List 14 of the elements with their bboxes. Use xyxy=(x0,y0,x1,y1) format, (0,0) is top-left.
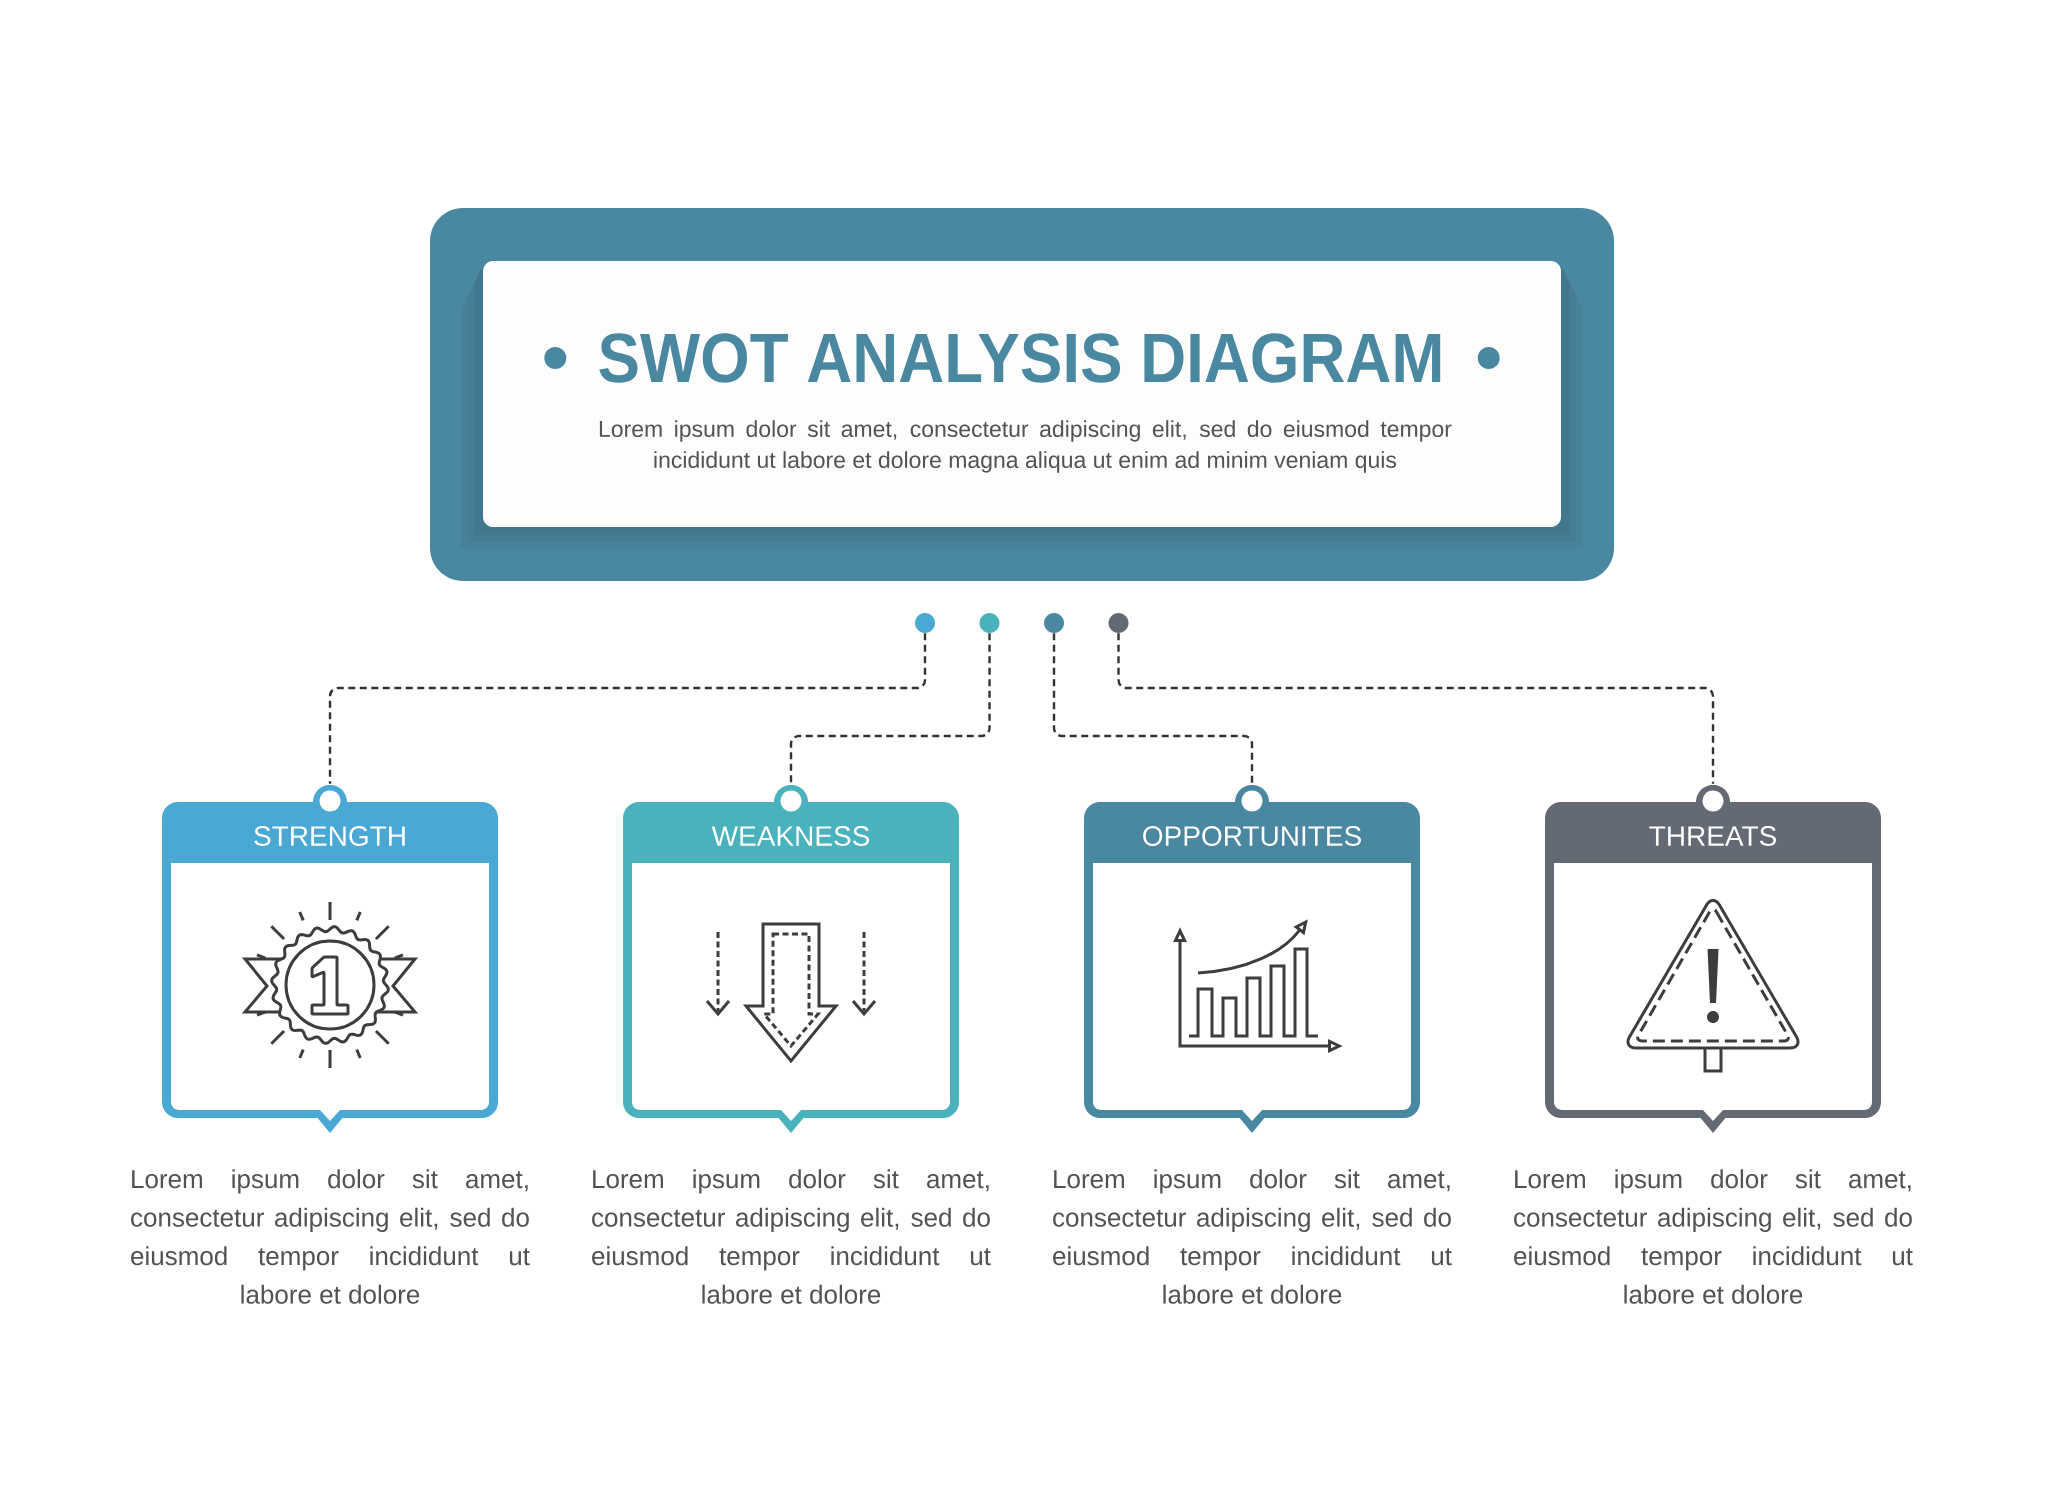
paragraph: Lorem ipsum dolor sit amet, consectetur adipiscing elit, sed do eiusmod tempor incididunt ut labore et dolore xyxy=(592,1169,991,1304)
dot xyxy=(1108,613,1129,633)
paragraph: Lorem ipsum dolor sit amet, consectetur adipiscing elit, sed do eiusmod tempor incididunt ut labore et dolore xyxy=(1514,1169,1913,1304)
paragraph: Lorem ipsum dolor sit amet, consectetur adipiscing elit, sed do eiusmod tempor incididunt ut labore et dolore xyxy=(131,1169,530,1304)
heading: SWOT ANALYSIS DIAGRAM xyxy=(599,333,1441,383)
paragraph: Lorem ipsum dolor sit amet, consectetur adipiscing elit, sed do eiusmod tempor incididunt ut labore et dolore magna aliqua ut enim ad minim veniam quis xyxy=(599,420,1452,473)
paragraph: Lorem ipsum dolor sit amet, consectetur adipiscing elit, sed do eiusmod tempor incididunt ut labore et dolore xyxy=(1053,1169,1452,1304)
dot xyxy=(979,613,1000,633)
dashed-line xyxy=(789,633,991,784)
dashed-line xyxy=(328,633,927,784)
dot xyxy=(1044,613,1064,633)
dashed-line xyxy=(1052,633,1254,784)
dot xyxy=(915,613,935,633)
dashed-line xyxy=(1117,633,1715,784)
